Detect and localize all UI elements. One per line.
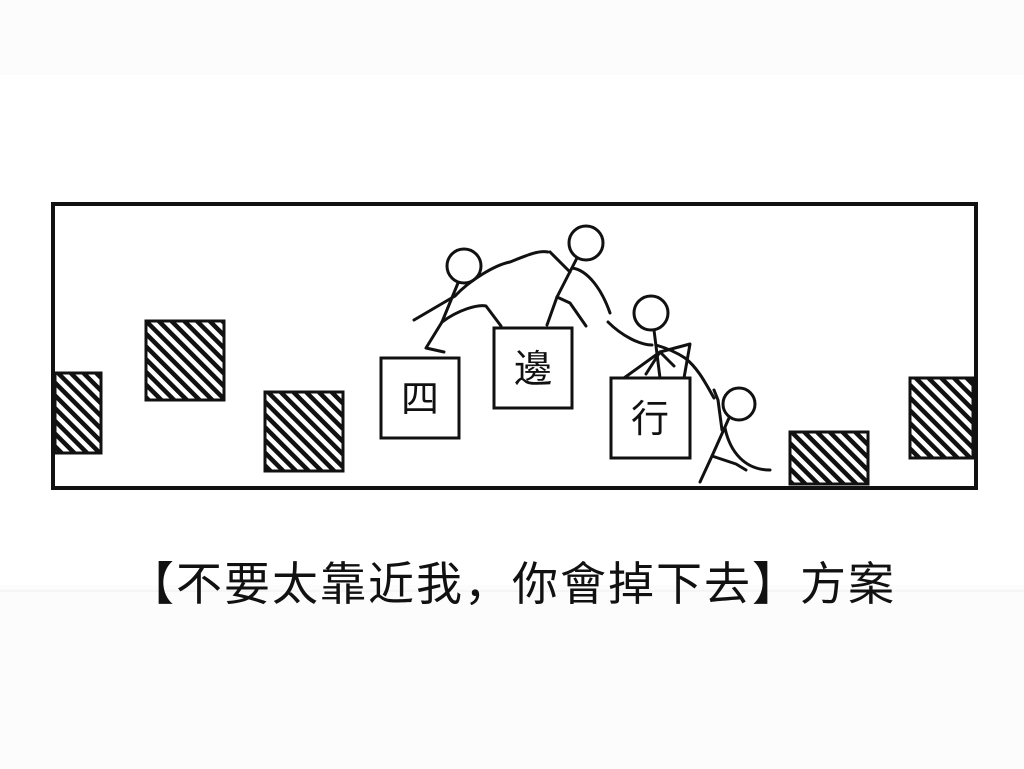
stick-figure-1 — [412, 247, 550, 354]
box-si: 四 — [379, 356, 461, 440]
box-si-char: 四 — [401, 377, 439, 421]
hatched-block — [144, 319, 226, 402]
hatched-block — [908, 376, 975, 460]
box-xing-char: 行 — [631, 397, 669, 441]
caption-text: 【不要太靠近我，你會掉下去】方案 — [128, 557, 896, 611]
hatched-block — [788, 430, 870, 486]
box-xing: 行 — [609, 376, 692, 460]
hatched-block — [53, 371, 103, 455]
box-bian: 邊 — [492, 326, 574, 410]
box-bian-char: 邊 — [514, 347, 552, 391]
hatched-block — [263, 390, 345, 473]
lower-divider — [0, 590, 1024, 592]
stick-figure-3 — [606, 294, 716, 400]
stick-figure-2 — [545, 224, 612, 328]
stick-figure-4 — [698, 386, 772, 484]
hatched-blocks — [53, 319, 975, 486]
